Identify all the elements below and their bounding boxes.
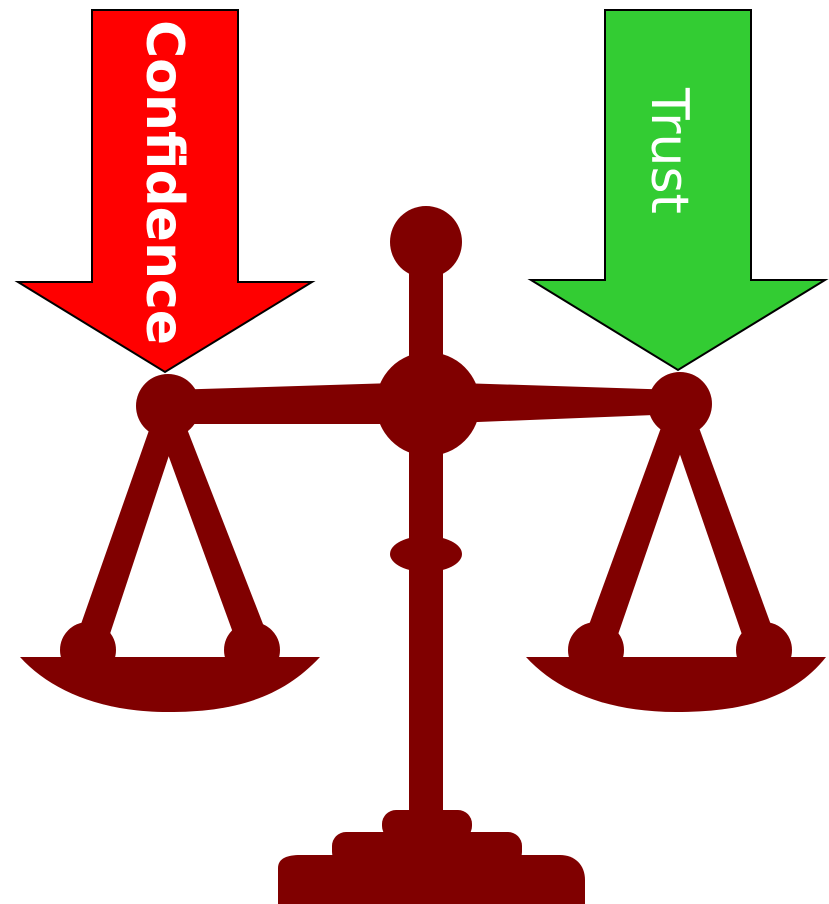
left-pan xyxy=(20,657,320,712)
right-hanger-right-strut xyxy=(666,414,778,652)
scale-collar xyxy=(390,536,462,572)
left-hanger-left-strut xyxy=(74,416,182,652)
right-hanger-left-strut xyxy=(582,414,694,652)
right-pan xyxy=(526,657,826,712)
confidence-label: Confidence xyxy=(134,20,194,345)
trust-label: Trust xyxy=(639,87,699,214)
scale-hub xyxy=(376,352,480,456)
scale-base-bottom xyxy=(278,855,585,904)
left-hanger-right-strut xyxy=(154,416,270,652)
confidence-arrow: Confidence xyxy=(18,10,312,372)
trust-arrow: Trust xyxy=(531,10,825,370)
